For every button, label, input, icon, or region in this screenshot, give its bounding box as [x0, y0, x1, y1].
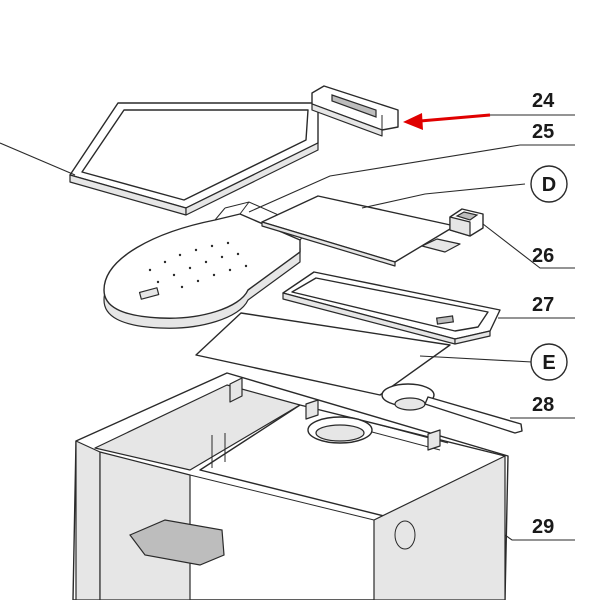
part-24-latch — [311, 85, 399, 137]
part-28-measuring-spoon — [381, 383, 523, 434]
label-27: 27 — [532, 294, 554, 316]
label-24: 24 — [490, 90, 575, 116]
lid-frame — [69, 102, 319, 216]
sheet-e — [195, 312, 451, 396]
label-27-text: 27 — [532, 294, 554, 316]
callout-d-text: D — [542, 174, 556, 196]
part-29-leader-line — [504, 534, 575, 541]
callout-e-text: E — [542, 352, 555, 374]
part-27-tray — [282, 271, 501, 345]
label-24-text: 24 — [532, 90, 555, 112]
label-25: 25 — [532, 121, 554, 143]
callout-d-leader-line — [361, 183, 526, 209]
label-25-text: 25 — [532, 121, 554, 143]
part-26-cap — [449, 208, 484, 237]
lid-leader-line — [0, 142, 76, 176]
label-28: 28 — [532, 394, 554, 416]
filter-sheet-d — [261, 195, 461, 267]
label-29: 29 — [532, 516, 554, 538]
callout-d: D — [530, 165, 568, 203]
part-25-leader-line — [248, 144, 575, 213]
part-29-housing — [72, 372, 509, 600]
label-26-text: 26 — [532, 245, 554, 267]
red-highlight-arrow — [403, 113, 491, 130]
part-26-leader-line — [482, 223, 575, 269]
label-29-text: 29 — [532, 516, 554, 538]
label-26: 26 — [532, 245, 554, 267]
label-28-text: 28 — [532, 394, 554, 416]
callout-e-leader-line — [419, 355, 533, 363]
callout-e: E — [530, 343, 568, 381]
